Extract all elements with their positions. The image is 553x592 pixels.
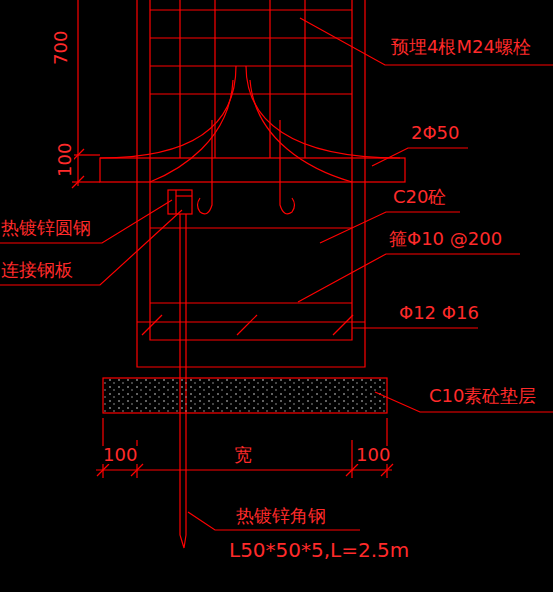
callout-label: 连接钢板 [0, 261, 74, 279]
callout-label: 箍Φ10 @200 [388, 230, 503, 248]
callout-label: C10素砼垫层 [428, 387, 537, 405]
callout-label: 2Φ50 [410, 124, 461, 142]
dimension: 100 [102, 446, 138, 464]
dimension: 700 [52, 30, 70, 66]
dimension: 100 [56, 142, 74, 178]
dimension: 宽 [233, 446, 253, 464]
dimension: 100 [355, 446, 391, 464]
callout-label: Φ12 Φ16 [398, 304, 480, 322]
callout-label: 预埋4根M24螺栓 [390, 38, 532, 56]
callout-label: C20砼 [392, 188, 447, 206]
callout-label: L50*50*5,L=2.5m [228, 540, 410, 560]
callout-label: 热镀锌圆钢 [0, 219, 92, 237]
callout-label: 热镀锌角钢 [235, 507, 327, 525]
